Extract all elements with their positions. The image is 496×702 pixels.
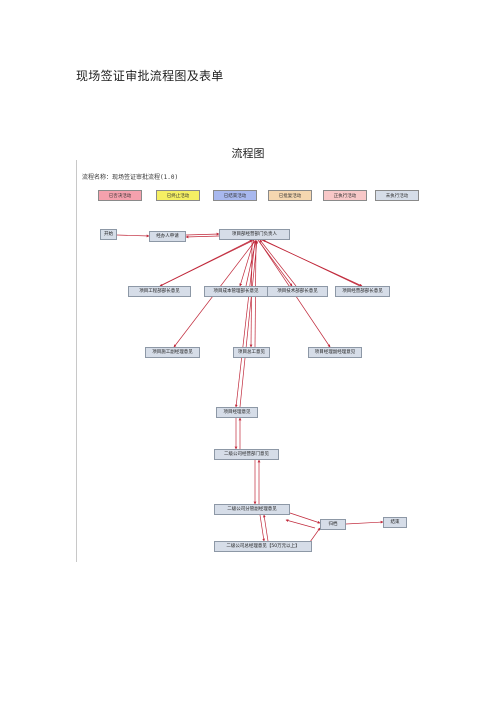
node-sub-vp: 二级公司分管副经理意见 — [214, 504, 290, 515]
legend-finished: 已结束活动 — [213, 190, 257, 201]
node-proj-mgr: 项目经理意见 — [216, 407, 258, 418]
node-mgr: 项目经理副经理意见 — [308, 347, 362, 358]
node-archive: 归档 — [320, 519, 346, 530]
node-start: 开始 — [100, 229, 117, 240]
node-end: 结束 — [383, 517, 407, 528]
node-apply: 经办人申请 — [149, 231, 186, 242]
legend-terminated: 已终止活动 — [156, 190, 200, 201]
edge-apply-pm — [185, 232, 220, 236]
node-sub-dept: 二级公司经营部门意见 — [214, 449, 279, 460]
document-title: 现场签证审批流程图及表单 — [76, 69, 224, 83]
node-eng: 项目工程部部长意见 — [128, 286, 191, 297]
legend-approved: 已批复活动 — [268, 190, 312, 201]
node-tech: 项目技术部部长意见 — [267, 286, 328, 297]
legend-executing: 正执行活动 — [323, 190, 367, 201]
edge-start-apply — [116, 234, 150, 238]
legend-rejected: 已否决活动 — [98, 190, 142, 201]
node-cost: 项目成本管理部长意见 — [204, 286, 268, 297]
node-pm: 项目部经营部门负责人 — [219, 229, 290, 240]
flowchart-panel — [76, 160, 429, 562]
flowchart-caption: 流程图 — [231, 147, 265, 160]
legend-pending: 未执行活动 — [375, 190, 419, 201]
node-chief: 项目总工意见 — [233, 347, 270, 358]
node-deputy: 项目施工副经理意见 — [145, 347, 200, 358]
flow-name: 流程名称：现场签证审批流程(1.0) — [82, 174, 179, 181]
node-sub-gm: 二级公司总经理意见【50万元以上】 — [214, 541, 312, 552]
node-biz: 项目经营部部长意见 — [335, 286, 390, 297]
